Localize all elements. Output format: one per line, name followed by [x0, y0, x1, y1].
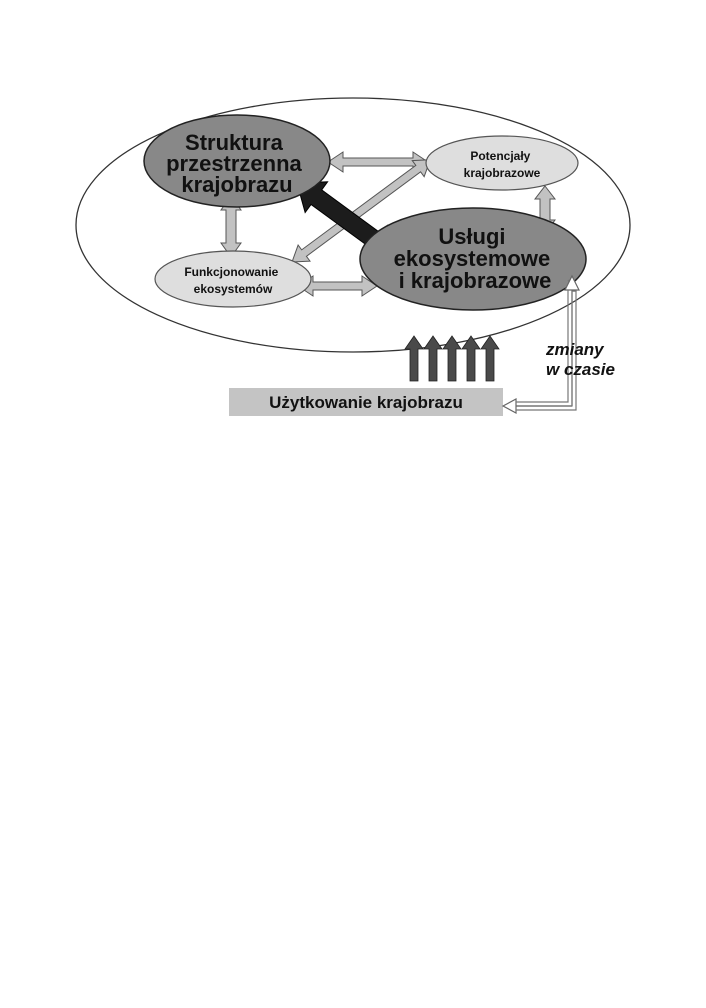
pressure-arrow-2: [423, 335, 443, 382]
label-funkcjonowanie-line-2: ekosystemów: [194, 282, 273, 296]
label-potencjaly-line-2: krajobrazowe: [464, 166, 541, 180]
label-struktura-line-1: Struktura: [185, 130, 284, 155]
land-use-pressure-arrows: [404, 335, 500, 382]
label-uslugi: Usługi ekosystemowe i krajobrazowe: [394, 224, 557, 293]
label-struktura: Struktura przestrzenna krajobrazu: [166, 130, 308, 197]
feedback-line-outer: [516, 290, 577, 411]
label-struktura-line-3: krajobrazu: [181, 172, 292, 197]
label-uslugi-line-3: i krajobrazowe: [399, 268, 552, 293]
time-changes-line-2: w czasie: [546, 360, 615, 379]
label-uslugi-line-1: Usługi: [438, 224, 505, 249]
feedback-line-inner: [516, 290, 569, 403]
label-potencjaly-line-1: Potencjały: [470, 149, 530, 163]
pressure-arrow-4: [461, 335, 481, 382]
pressure-arrow-5: [480, 335, 500, 382]
pressure-arrow-3: [442, 335, 462, 382]
label-funkcjonowanie: Funkcjonowanie ekosystemów: [184, 265, 281, 296]
label-struktura-line-2: przestrzenna: [166, 151, 302, 176]
node-funkcjonowanie-ekosystemow: [154, 250, 312, 308]
pressure-arrow-1: [404, 335, 424, 382]
time-changes-label: zmiany w czasie: [545, 340, 615, 379]
time-changes-line-1: zmiany: [545, 340, 605, 359]
label-potencjaly: Potencjały krajobrazowe: [464, 149, 541, 180]
feedback-arrow-head-up: [564, 274, 580, 291]
node-potencjaly-krajobrazowe: [425, 135, 579, 191]
land-use-label: Użytkowanie krajobrazu: [269, 393, 463, 412]
node-struktura-przestrzenna: [143, 114, 331, 208]
label-uslugi-line-2: ekosystemowe: [394, 246, 551, 271]
label-funkcjonowanie-line-1: Funkcjonowanie: [184, 265, 278, 279]
node-uslugi-ekosystemowe: [359, 207, 587, 311]
feedback-arrow-head-left: [501, 397, 517, 415]
land-use-bar: [229, 388, 503, 416]
